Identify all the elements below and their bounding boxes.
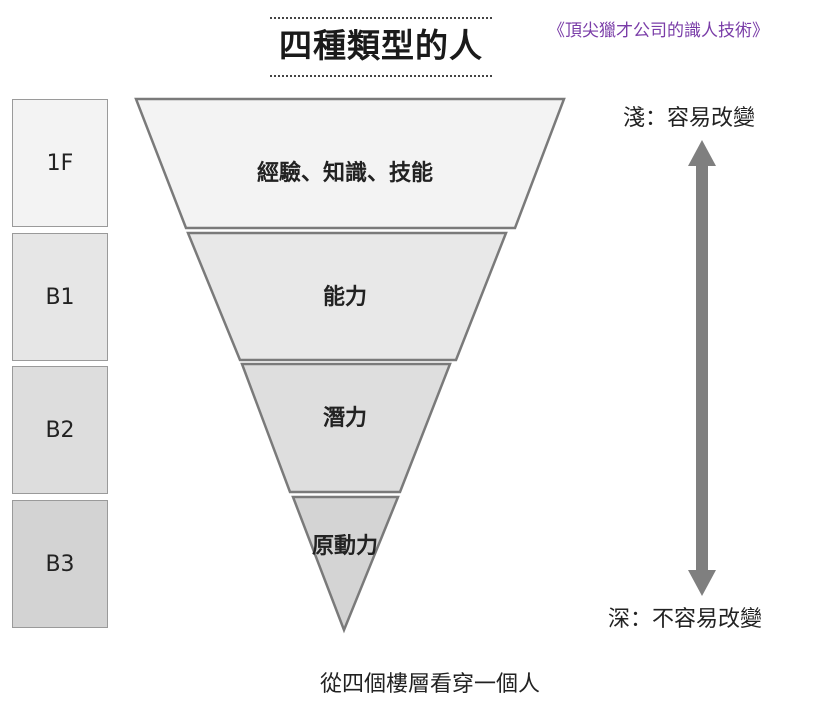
scale-bottom-label: 深：不容易改變	[608, 607, 763, 632]
floor-label: 1F	[46, 150, 74, 176]
diagram-caption: 從四個樓層看穿一個人	[319, 672, 540, 697]
floor-label: B1	[45, 284, 75, 310]
arrow-down-head-icon	[688, 570, 716, 596]
arrow-shaft	[696, 162, 708, 572]
scale-top-label: 淺：容易改變	[623, 106, 756, 131]
layer-shape-2	[186, 231, 508, 362]
layer-shape-3	[240, 362, 452, 494]
title-top-dotted-rule	[270, 17, 492, 19]
floor-box-1f: 1F	[12, 99, 108, 227]
floor-label: B2	[45, 417, 75, 443]
layer-shape-1	[134, 97, 566, 230]
title-block: 四種類型的人	[270, 14, 492, 80]
title-bottom-dotted-rule	[270, 75, 492, 77]
floor-box-b3: B3	[12, 500, 108, 628]
layer-label-2: 能力	[322, 285, 367, 310]
diagram-title: 四種類型的人	[279, 26, 483, 65]
layer-shape-4	[291, 495, 400, 634]
layer-label-4: 原動力	[311, 534, 378, 559]
floor-box-b1: B1	[12, 233, 108, 361]
layer-label-1: 經驗、知識、技能	[256, 161, 433, 186]
floor-box-b2: B2	[12, 366, 108, 494]
floor-label: B3	[45, 551, 75, 577]
source-citation: 《頂尖獵才公司的識人技術》	[548, 21, 769, 41]
double-arrow	[688, 140, 716, 596]
layer-label-3: 潛力	[322, 406, 367, 431]
arrow-up-head-icon	[688, 140, 716, 166]
